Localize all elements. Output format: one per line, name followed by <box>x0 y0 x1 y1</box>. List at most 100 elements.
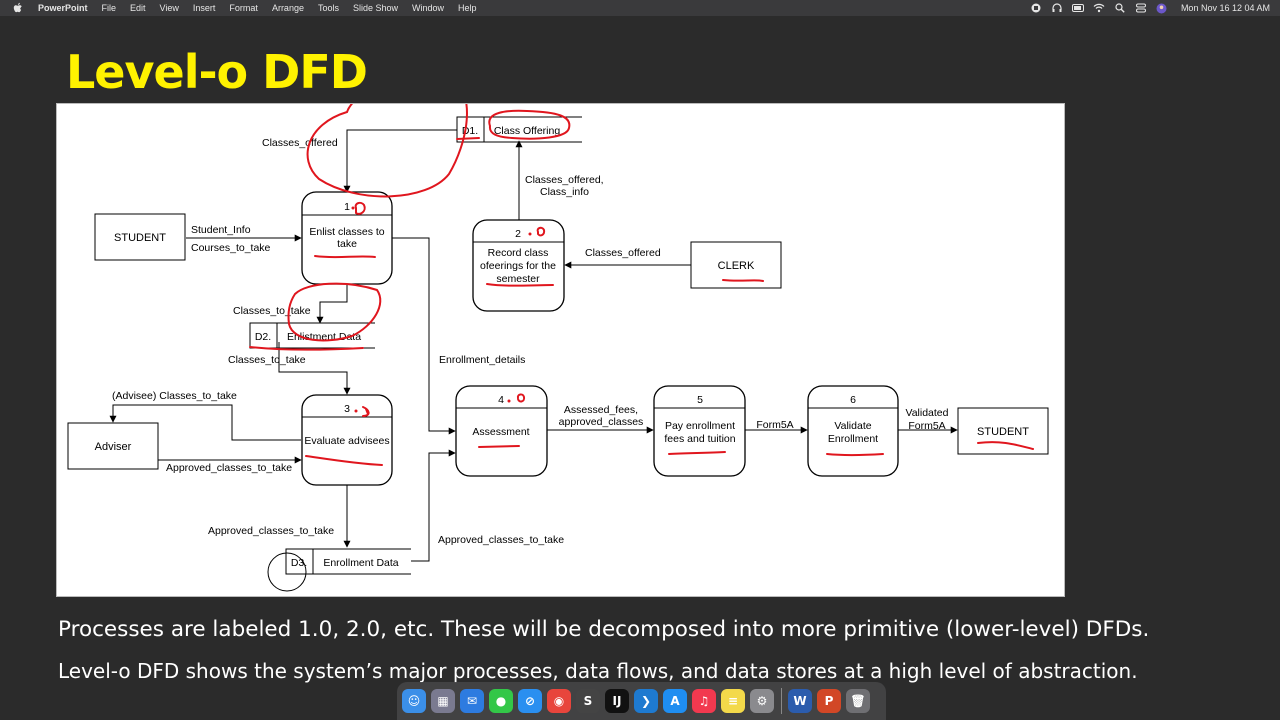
flow-label-assessed-1: Assessed_fees, <box>564 404 638 416</box>
menu-window[interactable]: Window <box>412 3 445 13</box>
menu-bar: PowerPoint File Edit View Insert Format … <box>0 0 1280 16</box>
powerpoint-icon[interactable]: P <box>817 689 841 713</box>
process-4-label-line-1: Assessment <box>472 426 529 438</box>
menu-clock[interactable]: Mon Nov 16 12 04 AM <box>1180 3 1270 13</box>
annotation-p4-dot <box>507 399 511 403</box>
dfd-diagram: STUDENT CLERK Adviser STUDENT 1 2 3 4 5 … <box>56 103 1065 597</box>
process-5-number: 5 <box>697 394 703 406</box>
flow-d1-to-p1 <box>343 129 457 193</box>
process-1-number: 1 <box>344 201 350 213</box>
process-2-label-line-1: Record class <box>488 247 549 259</box>
control-center-icon[interactable] <box>1135 2 1147 14</box>
flow-label-form5a: Form5A <box>756 419 793 431</box>
mail-icon[interactable]: ✉ <box>460 689 484 713</box>
flow-label-classes-offered-clerk: Classes_offered <box>585 247 661 259</box>
slide-caption-2: Level-o DFD shows the system’s major pro… <box>58 659 1138 683</box>
annotation-p2-dot <box>528 232 532 236</box>
annotation-underline-p3 <box>305 455 383 466</box>
menu-format[interactable]: Format <box>229 3 258 13</box>
annotation-p3-dot <box>354 409 358 413</box>
trash-icon[interactable]: 🗑 <box>846 689 870 713</box>
flow-label-classes-offered-info-2: Class_info <box>540 186 589 198</box>
safari-icon[interactable]: ⊘ <box>518 689 542 713</box>
flow-p1-to-d2 <box>316 285 348 324</box>
search-icon[interactable] <box>1114 2 1126 14</box>
dock-separator <box>781 688 782 714</box>
music-icon[interactable]: ♫ <box>692 689 716 713</box>
process-3-number: 3 <box>344 403 350 415</box>
menu-view[interactable]: View <box>159 3 179 13</box>
store-d3-name: Enrollment Data <box>323 557 398 569</box>
annotation-underline-p1 <box>314 255 376 259</box>
settings-icon[interactable]: ⚙ <box>750 689 774 713</box>
process-5-label-line-1: Pay enrollment <box>665 420 735 432</box>
menu-file[interactable]: File <box>101 3 117 13</box>
process-2-number: 2 <box>515 228 521 240</box>
annotation-p3-zero <box>362 406 370 417</box>
chrome-icon[interactable]: ◉ <box>547 689 571 713</box>
flow-label-approved-adviser: Approved_classes_to_take <box>166 462 292 474</box>
cursor-highlight-icon <box>267 552 307 592</box>
record-icon[interactable] <box>1030 2 1042 14</box>
entity-adviser-label: Adviser <box>95 441 132 453</box>
sublime-icon[interactable]: S <box>576 689 600 713</box>
process-3-label-line-1: Evaluate advisees <box>304 435 389 447</box>
menu-help[interactable]: Help <box>458 3 477 13</box>
annotation-p1-zero <box>354 201 366 215</box>
user-icon[interactable] <box>1156 2 1168 14</box>
menu-edit[interactable]: Edit <box>130 3 146 13</box>
slide-title: Level-o DFD <box>66 45 368 99</box>
messages-icon[interactable]: ● <box>489 689 513 713</box>
menu-arrange[interactable]: Arrange <box>271 3 304 13</box>
intellij-icon[interactable]: IJ <box>605 689 629 713</box>
appstore-icon[interactable]: A <box>663 689 687 713</box>
notes-icon[interactable]: ≡ <box>721 689 745 713</box>
store-d2-name: Enlistment Data <box>287 331 361 343</box>
annotation-underline-p2 <box>486 283 554 287</box>
process-4-number: 4 <box>498 394 504 406</box>
annotation-circle-d1 <box>306 104 468 198</box>
flow-label-courses-to-take: Courses_to_take <box>191 242 271 254</box>
battery-icon[interactable] <box>1071 2 1084 14</box>
flow-label-classes-offered-d1: Classes_offered <box>262 137 338 149</box>
launchpad-icon[interactable]: ▦ <box>431 689 455 713</box>
annotation-underline-p4 <box>478 445 520 448</box>
process-1-label-line-1: Enlist classes to <box>309 226 384 238</box>
process-2-label-line-2: ofeerings for the <box>480 260 556 272</box>
menu-tools[interactable]: Tools <box>317 3 339 13</box>
annotation-underline-p6 <box>826 453 884 457</box>
menu-app-name[interactable]: PowerPoint <box>38 3 88 13</box>
slide-caption-1: Processes are labeled 1.0, 2.0, etc. The… <box>58 617 1150 642</box>
word-icon[interactable]: W <box>788 689 812 713</box>
annotation-underline-d1-id <box>456 137 480 140</box>
headphones-icon[interactable] <box>1051 2 1063 14</box>
entity-adviser <box>67 422 159 470</box>
flow-label-validated-1: Validated <box>905 407 948 419</box>
flow-label-classes-to-take-2: Classes_to_take <box>228 354 306 366</box>
annotation-underline-clerk <box>722 279 764 282</box>
flow-p1-to-p4 <box>392 237 456 435</box>
process-2-label-line-3: semester <box>496 273 540 285</box>
menu-slide-show[interactable]: Slide Show <box>352 3 399 13</box>
annotation-p1-dot <box>351 206 355 210</box>
flow-label-classes-to-take-1: Classes_to_take <box>233 305 311 317</box>
process-1-label-line-2: take <box>337 238 357 250</box>
annotation-underline-student-out <box>977 441 1034 450</box>
process-5-label-line-2: fees and tuition <box>664 433 735 445</box>
entity-clerk-label: CLERK <box>718 260 755 272</box>
store-d1-name: Class Offering <box>494 125 560 137</box>
annotation-underline-p5 <box>668 451 726 455</box>
flow-d3-to-p4 <box>411 449 456 562</box>
wifi-icon[interactable] <box>1093 2 1105 14</box>
menu-insert[interactable]: Insert <box>192 3 216 13</box>
store-d2-id: D2. <box>255 331 271 343</box>
annotation-p3-extra <box>365 408 369 415</box>
finder-icon[interactable]: ☺ <box>402 689 426 713</box>
vscode-icon[interactable]: ❯ <box>634 689 658 713</box>
apple-menu-icon[interactable] <box>11 1 25 15</box>
flow-label-approved-d3-p4: Approved_classes_to_take <box>438 534 564 546</box>
process-6-label-line-2: Enrollment <box>828 433 878 445</box>
process-2 <box>472 219 565 312</box>
flow-label-assessed-2: approved_classes <box>559 416 644 428</box>
